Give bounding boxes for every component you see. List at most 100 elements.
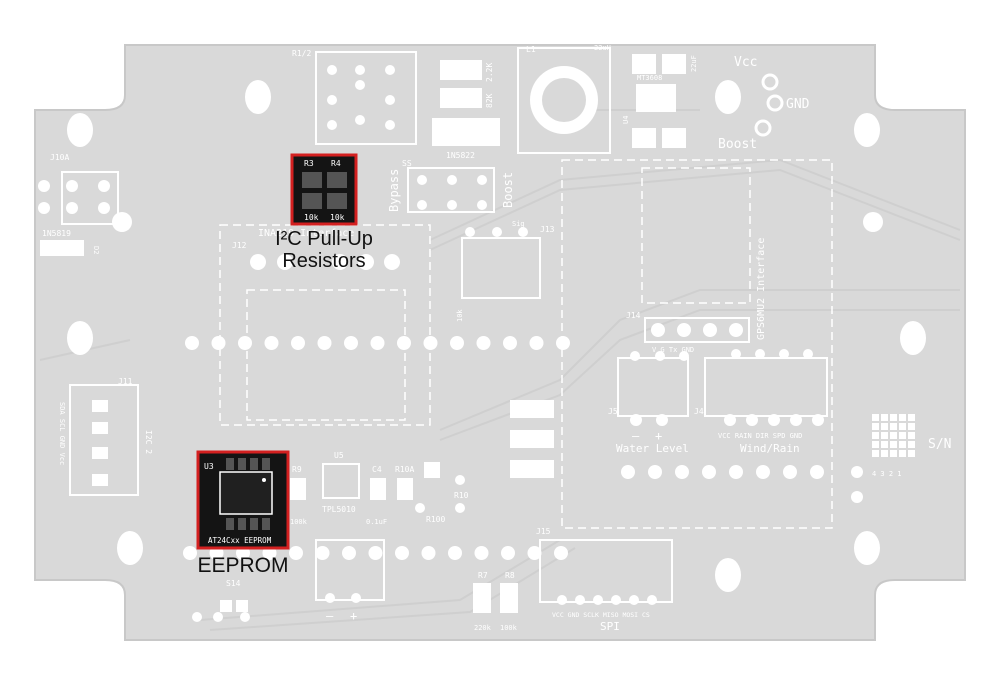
l1-label: L1 bbox=[526, 45, 536, 54]
sn-cell bbox=[908, 432, 915, 439]
r10-label: R10 bbox=[454, 491, 469, 500]
r9-label: R9 bbox=[292, 465, 302, 474]
pin-header-row bbox=[185, 336, 570, 350]
sn-cell bbox=[872, 423, 879, 430]
u4-label: U4 bbox=[622, 116, 630, 124]
res-82k: 82K bbox=[485, 93, 494, 108]
sn-cell bbox=[899, 423, 906, 430]
pin-pad bbox=[370, 336, 385, 350]
c4-value: 0.1uF bbox=[366, 518, 387, 526]
boost-switch-label: Boost bbox=[501, 172, 515, 208]
water-level-label: Water Level bbox=[616, 442, 689, 455]
pcb-traces bbox=[39, 109, 961, 631]
pin-pad bbox=[342, 546, 356, 560]
pin-pad bbox=[501, 546, 515, 560]
boost-label: Boost bbox=[718, 137, 757, 152]
gps-pins-label: V G Tx GND bbox=[652, 346, 694, 354]
sn-cell bbox=[890, 450, 897, 457]
pin-pad bbox=[238, 336, 252, 350]
tpl5010-label: TPL5010 bbox=[322, 505, 356, 514]
pin-pad bbox=[211, 336, 226, 350]
pin-pad bbox=[185, 336, 199, 350]
lower-connector bbox=[192, 539, 385, 622]
r3-label: R3 bbox=[304, 159, 314, 168]
r7-r8-resistors bbox=[473, 583, 518, 613]
j12-header bbox=[250, 254, 400, 270]
sn-cell bbox=[890, 414, 897, 421]
sn-cell bbox=[899, 432, 906, 439]
i2c-label: I2C 2 bbox=[144, 430, 153, 454]
sn-cell bbox=[899, 414, 906, 421]
gnd-label: GND bbox=[786, 97, 810, 112]
spi-pins-label: VCC GND SCLK MISO MOSI CS bbox=[552, 611, 650, 619]
d2-label: D2 bbox=[92, 246, 100, 254]
pin-pad bbox=[315, 546, 330, 560]
pin-pad bbox=[556, 336, 570, 350]
r100-label: R100 bbox=[426, 515, 445, 524]
j15-connector bbox=[539, 539, 673, 605]
pin-pad bbox=[450, 336, 464, 350]
sn-grid bbox=[872, 414, 915, 457]
i2c-pins-label: SDA SCL GND Vcc bbox=[58, 402, 66, 465]
pin-pad bbox=[529, 336, 544, 350]
sn-cell bbox=[881, 423, 888, 430]
d1-part-label: 1N5822 bbox=[446, 151, 475, 160]
sn-cell bbox=[872, 432, 879, 439]
j15-label: J15 bbox=[536, 527, 551, 536]
s14-label: S14 bbox=[226, 579, 241, 588]
r7-label: R7 bbox=[478, 571, 488, 580]
i2c-pullup-highlight: R3 R4 10k 10k bbox=[290, 153, 358, 226]
j13-label: J13 bbox=[540, 225, 555, 234]
j10a-connector bbox=[38, 171, 119, 256]
bypass-label: Bypass bbox=[387, 169, 401, 212]
sn-cell bbox=[890, 441, 897, 448]
spi-label: SPI bbox=[600, 620, 620, 633]
sn-cell bbox=[872, 441, 879, 448]
middle-resistors bbox=[290, 400, 554, 513]
j14-label: J14 bbox=[626, 311, 641, 320]
eeprom-callout: EEPROM bbox=[197, 554, 289, 577]
pin-pad bbox=[397, 336, 411, 350]
cap-value: 22uF bbox=[690, 55, 698, 72]
r3-value: 10k bbox=[304, 213, 319, 222]
pin-pad bbox=[289, 546, 303, 560]
sn-cell bbox=[899, 450, 906, 457]
j5-label: J5 bbox=[608, 407, 618, 416]
sn-cell bbox=[890, 423, 897, 430]
sn-label: S/N bbox=[928, 437, 951, 452]
pin-pad bbox=[183, 546, 197, 560]
minus-sign: – bbox=[632, 429, 640, 443]
sn-cell bbox=[872, 414, 879, 421]
wind-rain-label: Wind/Rain bbox=[740, 442, 800, 455]
d2-part-label: 1N5819 bbox=[42, 229, 71, 238]
u3-label: U3 bbox=[204, 462, 214, 471]
sn-cell bbox=[908, 450, 915, 457]
sig-label: Sig bbox=[512, 220, 525, 228]
pin-pad bbox=[474, 546, 489, 560]
pin-pad bbox=[527, 546, 542, 560]
pin-pad bbox=[476, 336, 491, 350]
ss-label: SS bbox=[402, 159, 412, 168]
gps-interface-label: GPS6MU2 Interface bbox=[756, 238, 767, 340]
pin-pad bbox=[503, 336, 517, 350]
j12-label: J12 bbox=[232, 241, 247, 250]
eeprom-highlight: U3 AT24Cxx EEPROM bbox=[196, 450, 290, 550]
ina219-label: INA219 Interface bbox=[258, 228, 354, 239]
pin-pad bbox=[291, 336, 305, 350]
j14-header bbox=[644, 317, 750, 343]
sn-cell bbox=[908, 414, 915, 421]
r4-value: 10k bbox=[330, 213, 345, 222]
inductor-value: 22uH bbox=[594, 44, 611, 52]
wind-pins-label: VCC RAIN DIR SPD GND bbox=[718, 432, 802, 440]
pin-pad bbox=[264, 336, 279, 350]
sn-cell bbox=[908, 441, 915, 448]
mt3608-label: MT3608 bbox=[637, 74, 662, 82]
plus-sign: + bbox=[655, 429, 662, 443]
j4-connector bbox=[704, 349, 828, 426]
pin-pad bbox=[317, 336, 332, 350]
j10a-label: J10A bbox=[50, 153, 69, 162]
ss-switch bbox=[407, 167, 495, 213]
sn-cell bbox=[899, 441, 906, 448]
at24-label: AT24Cxx EEPROM bbox=[208, 536, 272, 545]
